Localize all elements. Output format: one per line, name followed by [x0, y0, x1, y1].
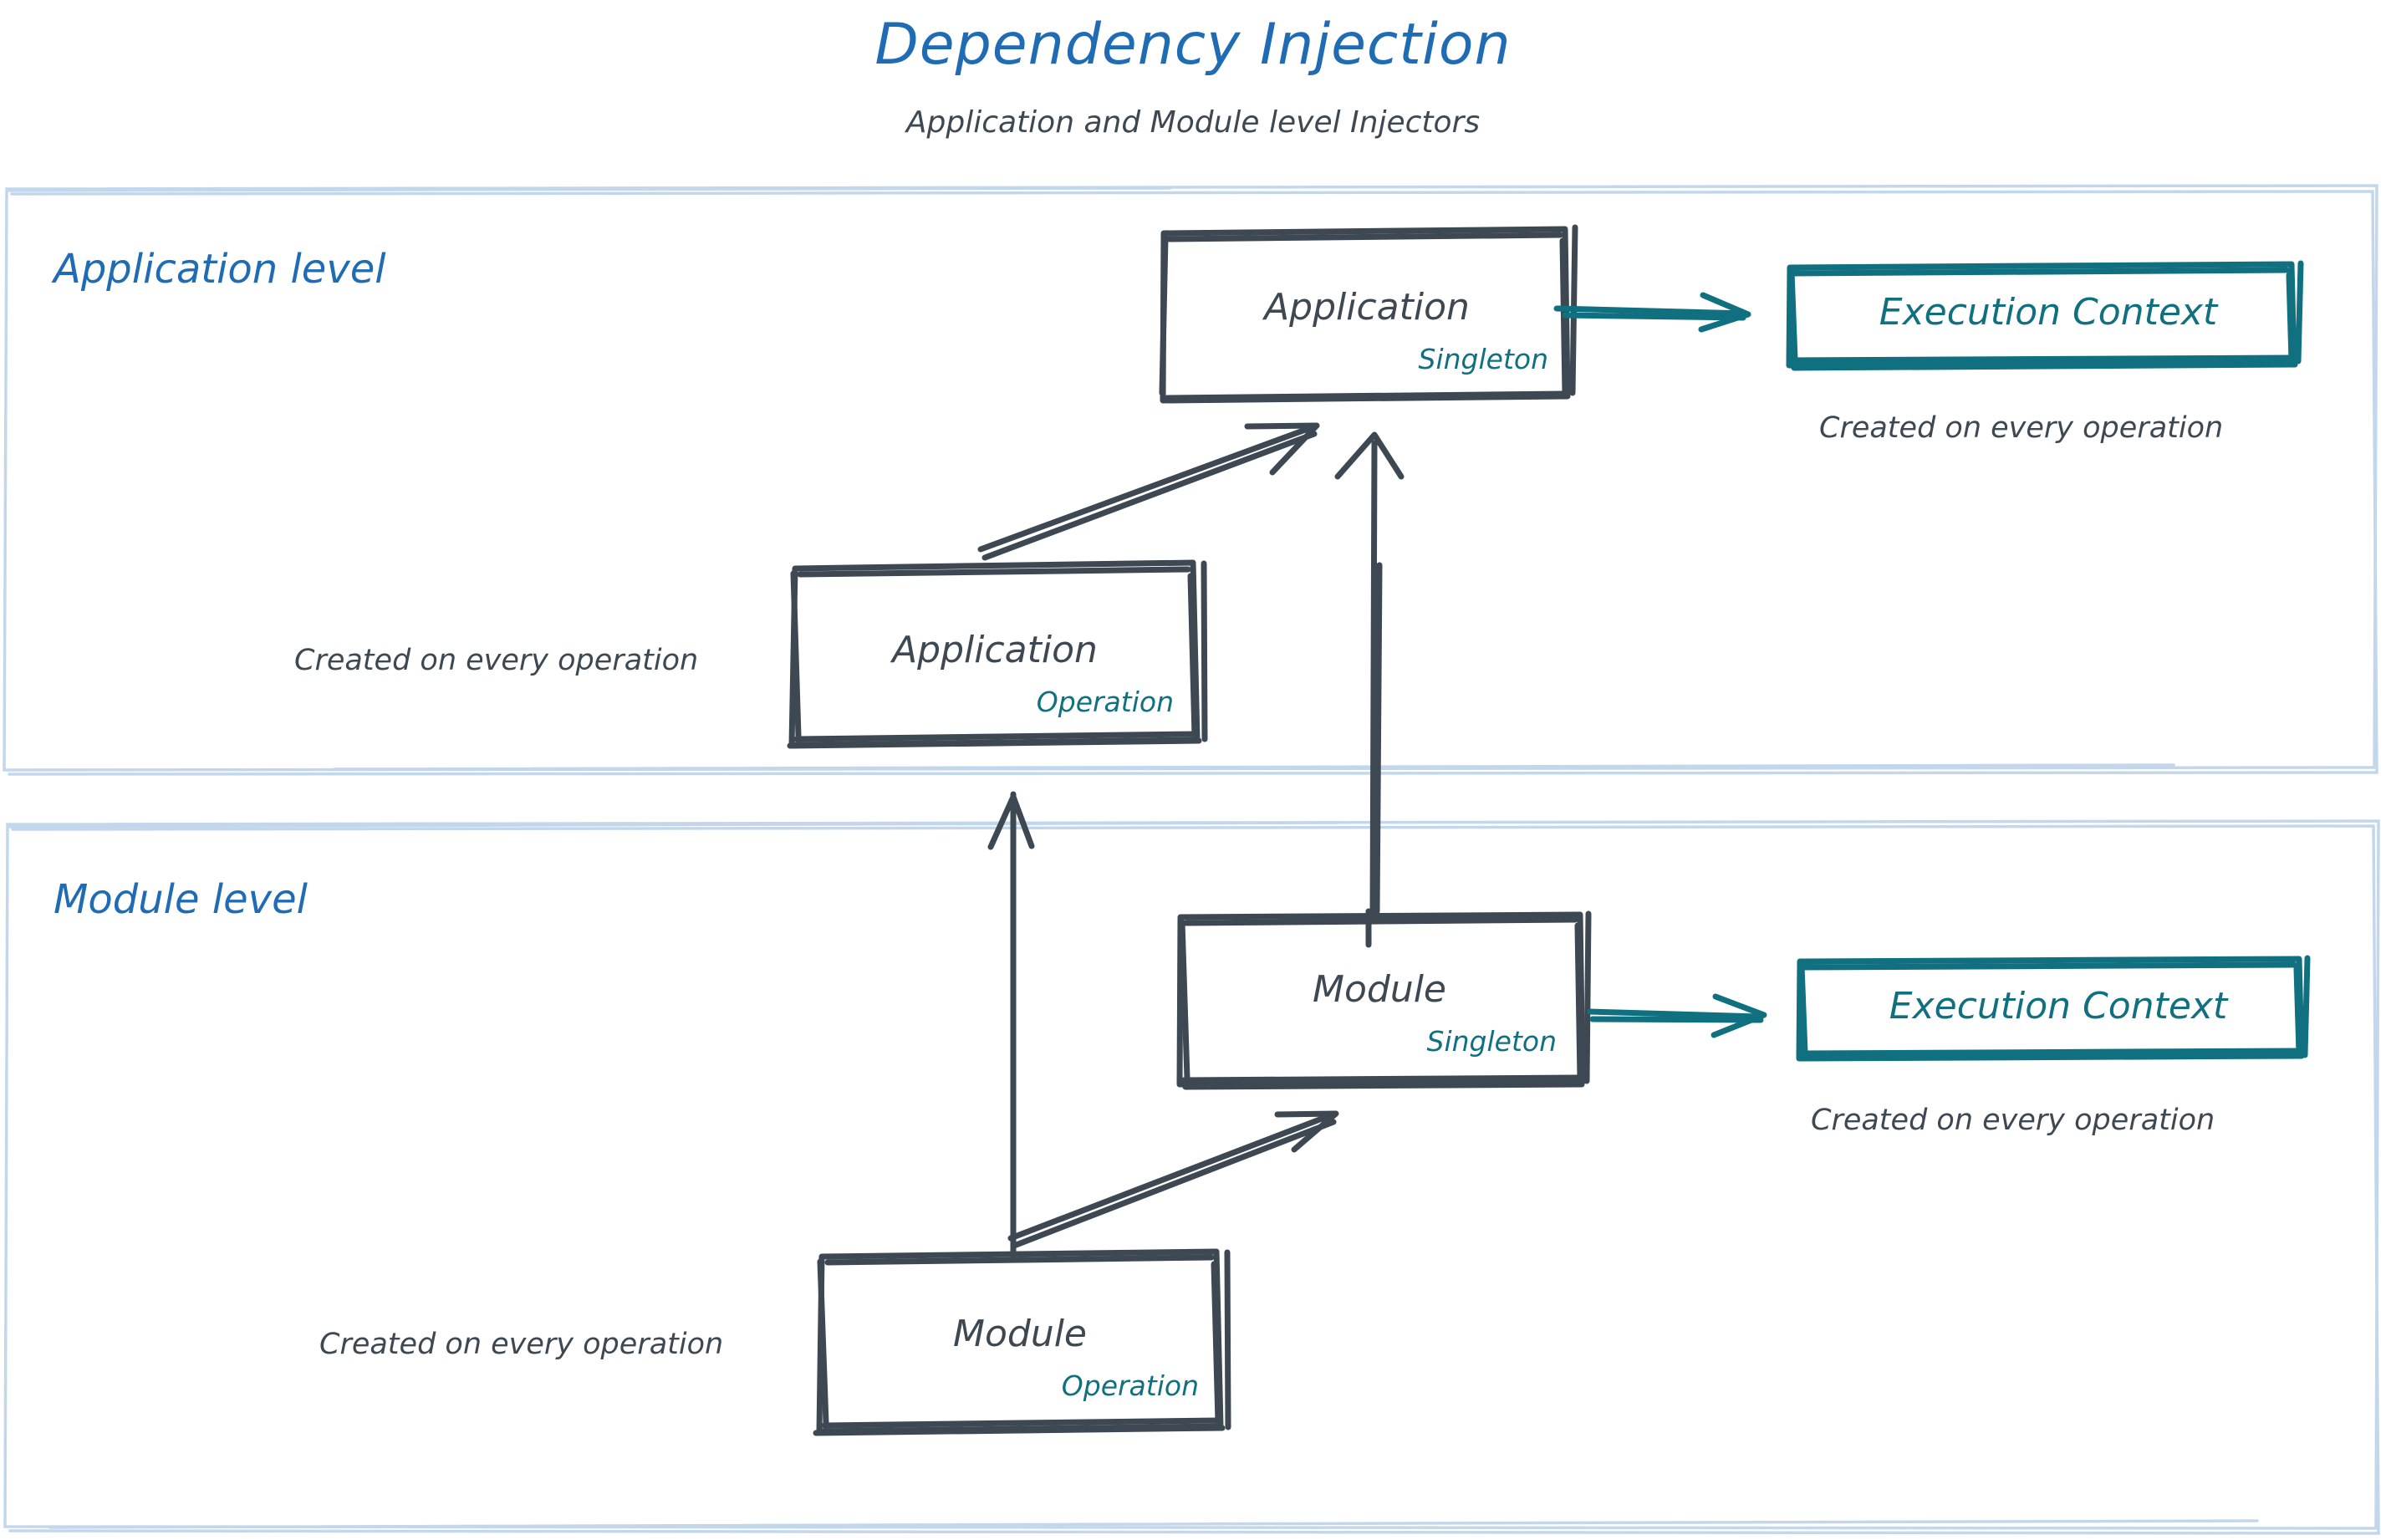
- node-application-singleton-scope: Singleton: [1418, 343, 1549, 375]
- node-module-operation-title: Module: [953, 1313, 1087, 1355]
- node-module-operation-frame: [813, 1248, 1231, 1436]
- zone-label-module-level: Module level: [54, 876, 308, 923]
- zone-label-application-level: Application level: [54, 246, 386, 293]
- arrow-application-operation-to-singleton: [977, 422, 1320, 561]
- arrow-application-to-execution-context: [1553, 292, 1751, 333]
- node-execution-context-application-title: Execution Context: [1879, 291, 2218, 334]
- node-module-singleton-frame: [1176, 910, 1592, 1090]
- arrow-module-operation-to-application-operation: [987, 791, 1035, 1259]
- zone-application-level-border: [3, 184, 2378, 776]
- zone-module-level-border: [3, 819, 2380, 1535]
- page-title: Dependency Injection: [874, 12, 1512, 78]
- node-execution-context-module-frame: [1796, 955, 2311, 1062]
- caption-execution-context-module: Created on every operation: [1811, 1104, 2215, 1137]
- page-subtitle: Application and Module level Injectors: [905, 105, 1481, 140]
- arrow-module-to-execution-context: [1587, 993, 1767, 1038]
- caption-execution-context-application: Created on every operation: [1819, 411, 2224, 445]
- node-module-singleton-scope: Singleton: [1426, 1025, 1558, 1058]
- node-execution-context-module-title: Execution Context: [1889, 985, 2228, 1028]
- node-execution-context-application-frame: [1786, 260, 2304, 371]
- arrow-module-operation-to-singleton: [1007, 1110, 1339, 1249]
- node-application-singleton-title: Application: [1264, 286, 1470, 329]
- caption-module-operation: Created on every operation: [319, 1328, 724, 1361]
- node-module-singleton-title: Module: [1313, 968, 1446, 1011]
- node-application-operation-frame: [787, 559, 1208, 749]
- caption-application-operation: Created on every operation: [294, 644, 699, 677]
- arrow-module-singleton-to-application-singleton: [1334, 431, 1405, 948]
- node-application-operation-scope: Operation: [1036, 686, 1174, 718]
- node-application-operation-title: Application: [892, 629, 1098, 671]
- node-module-operation-scope: Operation: [1061, 1369, 1199, 1402]
